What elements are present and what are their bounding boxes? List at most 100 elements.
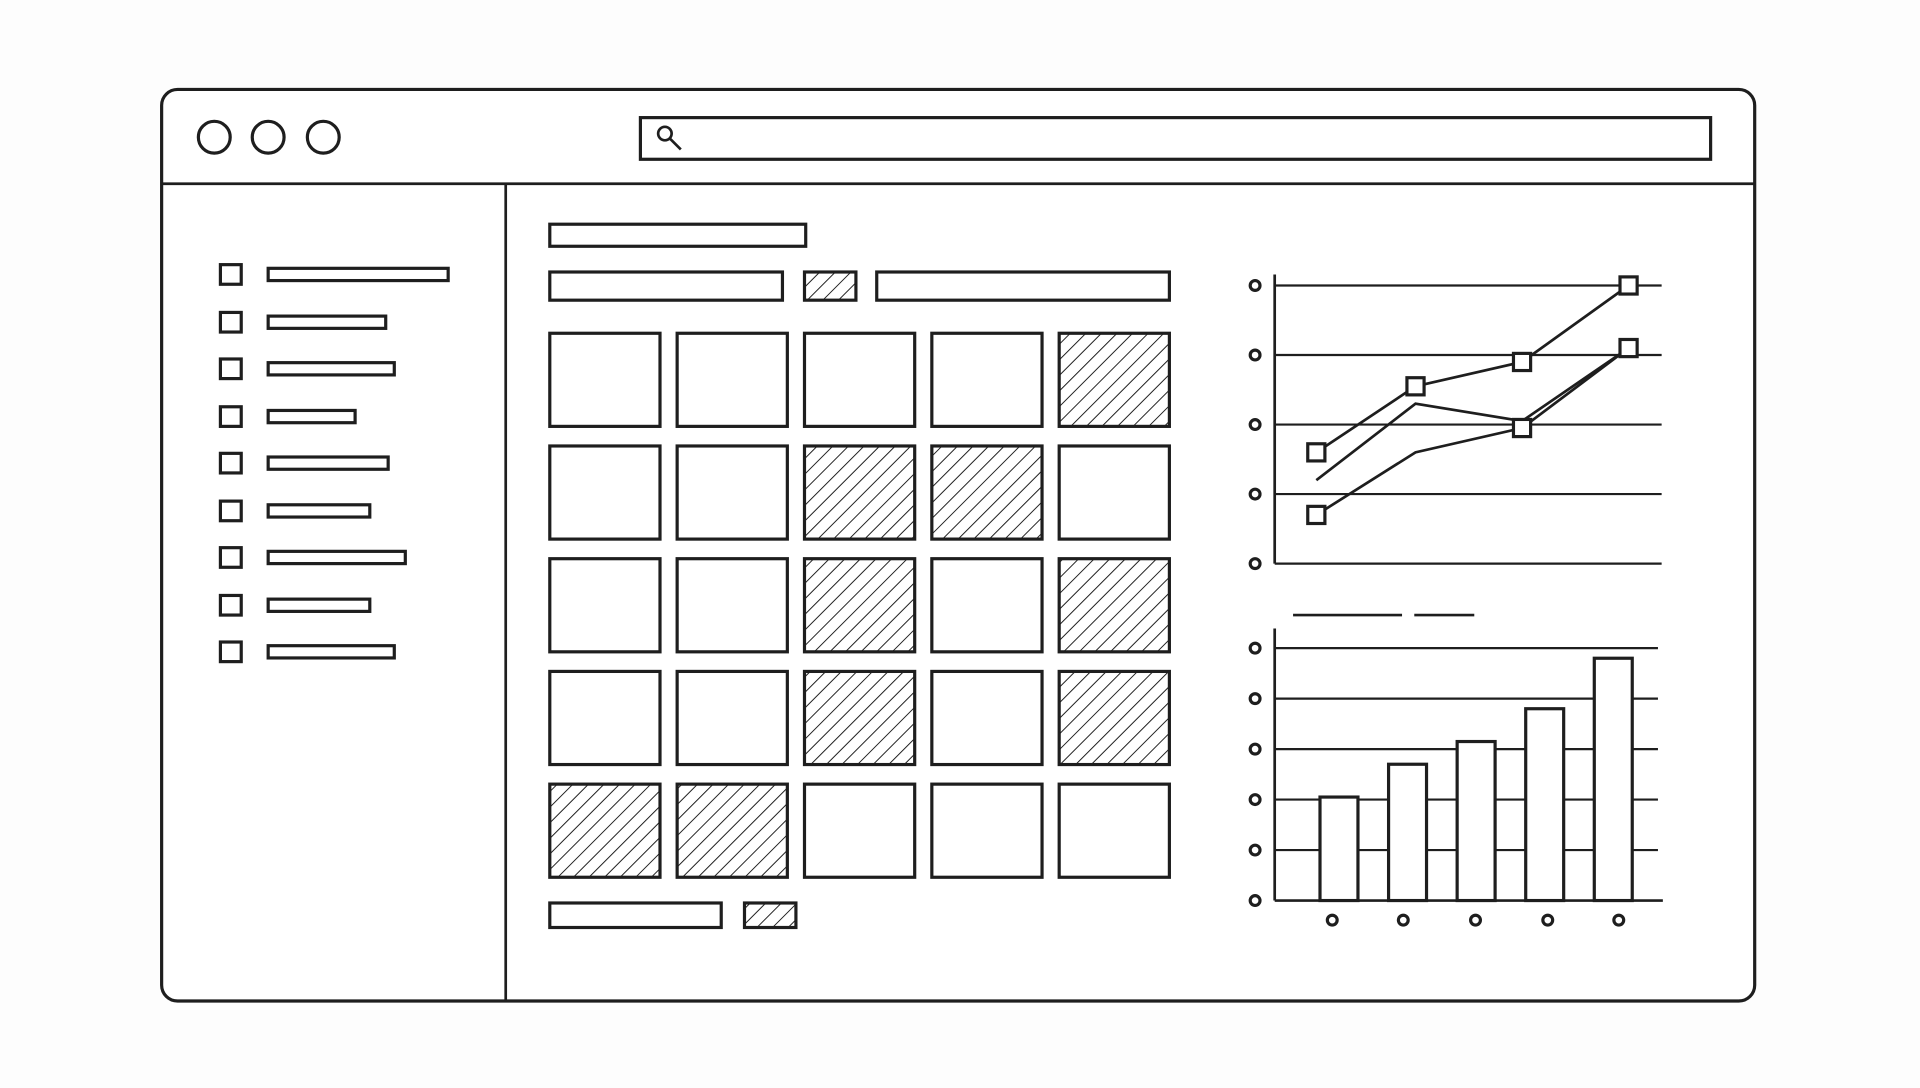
tile[interactable] <box>548 444 662 541</box>
sidebar-checkbox[interactable] <box>218 546 243 569</box>
data-point[interactable] <box>1511 351 1533 373</box>
x-tick <box>1541 913 1555 927</box>
sidebar-item[interactable] <box>218 593 372 617</box>
sidebar-item-label-placeholder <box>266 361 396 377</box>
series-line-3 <box>1315 346 1630 482</box>
tile[interactable] <box>548 557 662 654</box>
bar[interactable] <box>1386 762 1429 903</box>
sidebar-item[interactable] <box>218 263 450 286</box>
sidebar-checkbox[interactable] <box>218 499 243 523</box>
data-point[interactable] <box>1306 504 1327 526</box>
tile[interactable] <box>548 669 662 767</box>
sidebar <box>218 263 450 664</box>
bar[interactable] <box>1318 795 1360 903</box>
secondary-input[interactable] <box>875 270 1171 302</box>
tile-selected[interactable] <box>548 782 662 879</box>
filter-button[interactable] <box>802 270 858 302</box>
y-tick <box>1248 742 1262 756</box>
tile[interactable] <box>675 331 789 428</box>
tile-selected[interactable] <box>1057 669 1171 767</box>
sidebar-checkbox[interactable] <box>218 405 243 428</box>
page-title-placeholder <box>548 222 808 248</box>
sidebar-item[interactable] <box>218 405 357 428</box>
y-tick <box>1248 894 1262 908</box>
sidebar-item[interactable] <box>218 546 407 569</box>
sidebar-item-label-placeholder <box>266 408 357 425</box>
tile[interactable] <box>675 444 789 541</box>
tile-selected[interactable] <box>930 444 1044 541</box>
y-tick <box>1248 418 1262 432</box>
sidebar-item-label-placeholder <box>266 549 407 566</box>
sidebar-checkbox[interactable] <box>218 310 243 334</box>
sidebar-checkbox[interactable] <box>218 357 243 381</box>
y-tick <box>1248 843 1262 857</box>
sidebar-item[interactable] <box>218 499 372 523</box>
sidebar-item[interactable] <box>218 640 396 664</box>
search-icon <box>656 125 682 151</box>
tile[interactable] <box>930 669 1044 767</box>
tile-selected[interactable] <box>1057 557 1171 654</box>
minimize-button[interactable] <box>250 119 286 155</box>
data-point[interactable] <box>1618 275 1639 296</box>
sidebar-checkbox[interactable] <box>218 263 243 286</box>
sidebar-checkbox[interactable] <box>218 593 243 617</box>
data-point[interactable] <box>1618 337 1639 359</box>
maximize-button[interactable] <box>305 119 341 155</box>
x-tick <box>1612 913 1626 927</box>
tile[interactable] <box>802 782 917 879</box>
y-tick <box>1248 793 1262 807</box>
tile[interactable] <box>930 331 1044 428</box>
tile[interactable] <box>675 557 789 654</box>
window-frame <box>160 87 1757 1003</box>
footer-button[interactable] <box>742 901 798 930</box>
tile-selected[interactable] <box>802 557 917 654</box>
search-input[interactable] <box>638 116 1713 161</box>
filter-input[interactable] <box>548 270 785 302</box>
tile[interactable] <box>1057 444 1171 541</box>
tile-selected[interactable] <box>675 782 789 879</box>
footer-input[interactable] <box>548 901 723 930</box>
series-line-1 <box>1315 284 1630 454</box>
y-tick <box>1248 692 1262 706</box>
data-point[interactable] <box>1405 376 1426 397</box>
sidebar-item-label-placeholder <box>266 597 372 613</box>
browser-window <box>160 87 1757 1003</box>
tile-grid <box>548 331 1171 879</box>
bar[interactable] <box>1524 707 1566 903</box>
tile[interactable] <box>930 782 1044 879</box>
x-tick <box>1325 913 1339 927</box>
tile-selected[interactable] <box>802 444 917 541</box>
sidebar-item[interactable] <box>218 357 396 381</box>
tile-selected[interactable] <box>1057 331 1171 428</box>
sidebar-item-label-placeholder <box>266 503 372 519</box>
x-tick <box>1469 913 1482 927</box>
tile[interactable] <box>548 331 662 428</box>
tile[interactable] <box>930 557 1044 654</box>
main-content <box>548 222 1171 930</box>
sidebar-item-label-placeholder <box>266 266 450 283</box>
sidebar-item[interactable] <box>218 451 390 475</box>
bar[interactable] <box>1592 656 1634 903</box>
sidebar-checkbox[interactable] <box>218 640 243 664</box>
sidebar-item[interactable] <box>218 310 388 334</box>
data-point[interactable] <box>1511 417 1533 439</box>
series-line-2 <box>1315 346 1630 517</box>
x-tick <box>1396 913 1410 927</box>
tile[interactable] <box>675 669 789 767</box>
line-chart <box>1248 274 1662 571</box>
tile-selected[interactable] <box>802 669 917 767</box>
y-tick <box>1248 487 1262 501</box>
y-tick <box>1248 278 1262 292</box>
tile[interactable] <box>1057 782 1171 879</box>
sidebar-item-label-placeholder <box>266 314 388 330</box>
sidebar-checkbox[interactable] <box>218 451 243 475</box>
data-point[interactable] <box>1306 442 1327 463</box>
bar-chart <box>1248 613 1663 927</box>
y-tick <box>1248 641 1262 655</box>
y-tick <box>1248 348 1262 362</box>
tile[interactable] <box>802 331 917 428</box>
close-button[interactable] <box>196 119 232 155</box>
bar[interactable] <box>1455 739 1497 903</box>
y-tick <box>1248 557 1262 571</box>
